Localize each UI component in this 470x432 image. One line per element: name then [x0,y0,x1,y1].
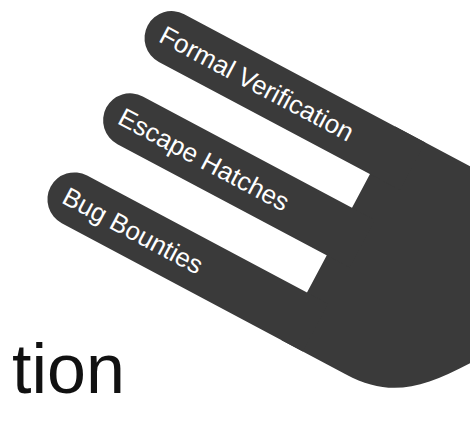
tine-label: Bug Bounties [59,183,208,279]
tine-label: Escape Hatches [114,104,293,216]
cut-off-word: tion [12,334,125,404]
